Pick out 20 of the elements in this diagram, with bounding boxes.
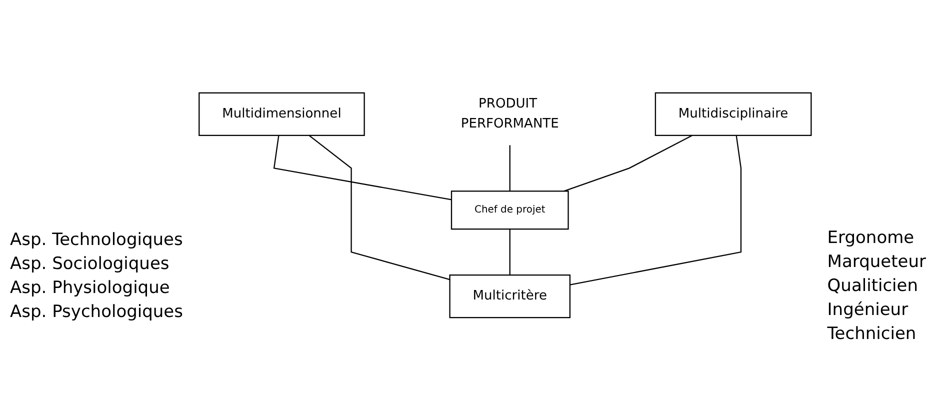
list-item-text: Ingénieur (827, 300, 910, 320)
list-item-text: Asp. Physiologique (10, 278, 171, 298)
list-item-text: Marqueteur (827, 252, 926, 272)
node-box: Chef de projet (450, 190, 569, 230)
list-item-text: Asp. Sociologiques (10, 254, 170, 274)
connector (570, 135, 742, 286)
connector (509, 145, 510, 192)
connector (308, 135, 450, 280)
list-item-text: Ergonome (827, 228, 916, 248)
list-item-text: Qualiticien (827, 276, 920, 296)
node-box: Multidimensionnel (198, 92, 365, 136)
list-item-text: Asp. Psychologiques (10, 302, 183, 322)
node-text: PRODUIT PERFORMANTE (460, 96, 559, 132)
node-box: Multicritère (449, 274, 571, 318)
connector (564, 135, 693, 192)
connector (273, 135, 452, 200)
list-item-text: Asp. Technologiques (10, 230, 183, 250)
node-box: Multidisciplinaire (654, 92, 812, 136)
list-item-text: Technicien (827, 324, 918, 344)
connector (509, 229, 510, 276)
